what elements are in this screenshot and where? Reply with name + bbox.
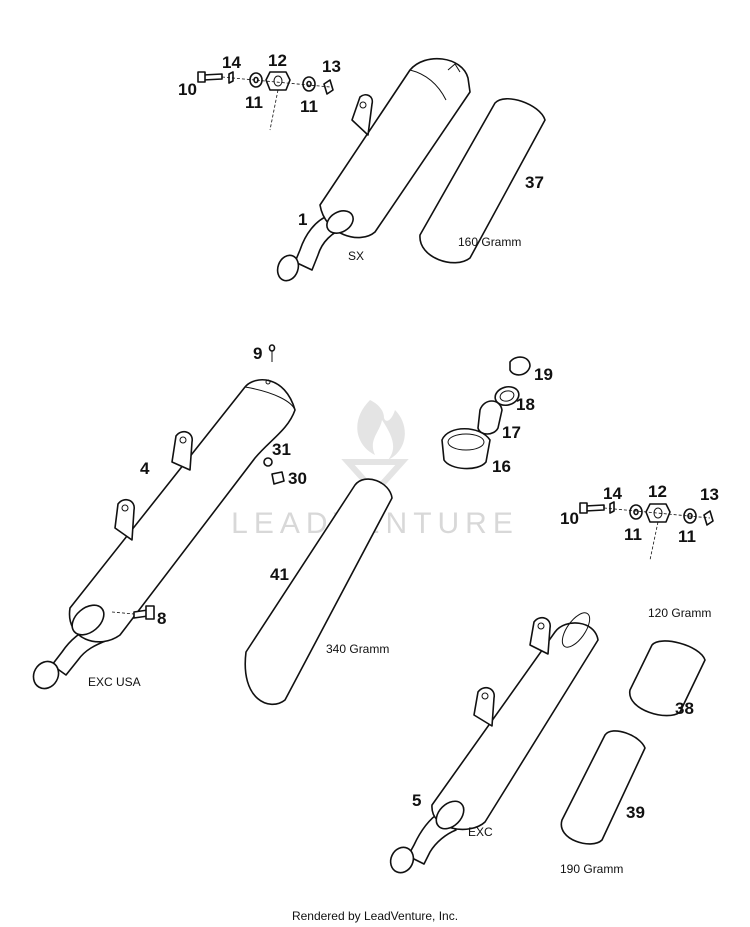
- callout-30: 30: [288, 469, 307, 488]
- exc-outlet-end: [389, 846, 415, 874]
- callout-10-top: 10: [178, 80, 197, 99]
- bolt-10-top: [202, 73, 223, 81]
- callout-8: 8: [157, 609, 166, 628]
- screw-30: [271, 471, 285, 485]
- callout-14-top: 14: [222, 53, 241, 72]
- exc-usa-bracket-lower: [114, 498, 135, 541]
- washer-31: [263, 457, 273, 467]
- callout-38: 38: [675, 699, 694, 718]
- nut-13-right: [703, 510, 714, 526]
- callout-11-right-b: 11: [678, 527, 696, 546]
- mount-hardware-top: [197, 71, 334, 131]
- callout-10-right: 10: [560, 509, 579, 528]
- callout-11-right-a: 11: [624, 525, 642, 544]
- callout-11-top-b: 11: [300, 97, 318, 116]
- silencer-exc-usa: [32, 379, 296, 690]
- packing-41: [244, 478, 393, 706]
- callout-41: 41: [270, 565, 289, 584]
- screw-30-washer-31: [263, 457, 285, 485]
- exc-usa-inlet-collar: [71, 604, 105, 636]
- callout-13-right: 13: [700, 485, 719, 504]
- callouts: 1 37 10 14 12 13 11 11 9 4 31 30 41 8 19…: [140, 51, 719, 822]
- callout-19: 19: [534, 365, 553, 384]
- callout-9: 9: [253, 344, 262, 363]
- callout-12-top: 12: [268, 51, 287, 70]
- bushing-17: [477, 400, 503, 435]
- label-190-gramm: 190 Gramm: [560, 862, 623, 876]
- end-cap-parts: [441, 356, 531, 470]
- labels: SX 160 Gramm EXC USA 340 Gramm 120 Gramm…: [88, 235, 711, 876]
- mount-hardware-right: [579, 501, 714, 561]
- callout-13-top: 13: [322, 57, 341, 76]
- callout-12-right: 12: [648, 482, 667, 501]
- packing-38: [629, 640, 706, 717]
- circlip-19: [509, 356, 531, 376]
- grommet-12-top: [265, 71, 291, 91]
- exc-usa-silencer-body: [68, 379, 296, 643]
- callout-16: 16: [492, 457, 511, 476]
- callout-31: 31: [272, 440, 291, 459]
- v-logo-icon: [341, 459, 409, 497]
- silencer-exc: [389, 612, 599, 874]
- exc-bracket-upper: [529, 616, 551, 655]
- footer-credit: Rendered by LeadVenture, Inc.: [292, 909, 458, 923]
- label-340-gramm: 340 Gramm: [326, 642, 389, 656]
- exc-usa-outlet-end: [32, 660, 60, 690]
- callout-18: 18: [516, 395, 535, 414]
- callout-1: 1: [298, 210, 307, 229]
- flame-logo-icon: [357, 400, 405, 460]
- grommet-12-right: [645, 503, 671, 523]
- exc-bracket-lower: [473, 686, 495, 727]
- callout-4: 4: [140, 459, 150, 478]
- sx-outlet-end: [276, 254, 300, 282]
- callout-39: 39: [626, 803, 645, 822]
- label-120-gramm: 120 Gramm: [648, 606, 711, 620]
- exc-inlet-collar: [435, 800, 465, 830]
- label-160-gramm: 160 Gramm: [458, 235, 521, 249]
- sx-inlet-collar: [326, 210, 354, 234]
- callout-37: 37: [525, 173, 544, 192]
- rivet-9: [268, 344, 276, 362]
- callout-17: 17: [502, 423, 521, 442]
- exc-usa-bracket-upper: [171, 430, 193, 471]
- label-exc: EXC: [468, 825, 493, 839]
- ring-18: [494, 385, 520, 407]
- sx-mount-bracket: [351, 94, 374, 136]
- washer-14-top: [228, 71, 234, 84]
- callout-14-right: 14: [603, 484, 622, 503]
- callout-5: 5: [412, 791, 421, 810]
- callout-11-top-a: 11: [245, 93, 263, 112]
- label-exc-usa: EXC USA: [88, 675, 141, 689]
- bolt-8: [111, 605, 155, 620]
- silencer-sx: [276, 57, 471, 282]
- bolt-10-right: [584, 504, 605, 512]
- packing-39: [560, 730, 646, 845]
- washer-14-right: [609, 501, 615, 514]
- packing-37: [419, 98, 546, 264]
- end-cap-16: [441, 428, 491, 470]
- label-sx: SX: [348, 249, 364, 263]
